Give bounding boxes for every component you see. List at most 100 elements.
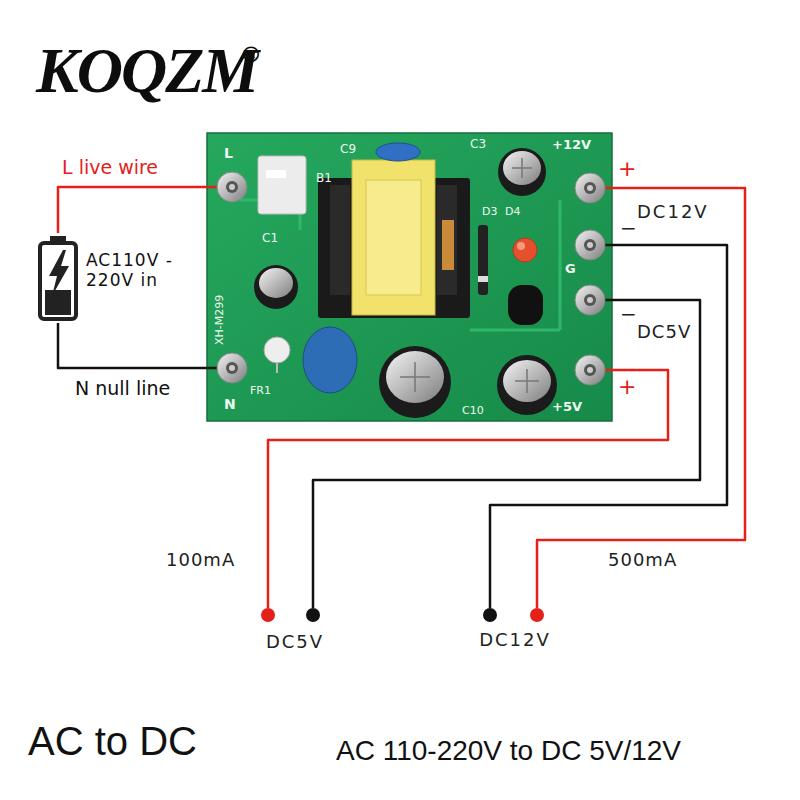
transformer-part bbox=[330, 185, 350, 295]
capacitor-c1-part bbox=[254, 265, 298, 309]
battery-symbol-part bbox=[45, 290, 71, 315]
node-text: C10 bbox=[462, 405, 484, 418]
battery-symbol bbox=[40, 236, 76, 319]
node-text: D4 bbox=[505, 206, 520, 219]
transformer bbox=[318, 160, 470, 318]
pcb-board: LNC9C3+12VB1D3D4GC1XH-M299FR1C10+5V bbox=[207, 133, 612, 421]
registered-mark: ® bbox=[240, 42, 262, 67]
capacitor-c10 bbox=[497, 355, 557, 415]
wire-label: N null line bbox=[75, 378, 170, 400]
screw-terminals-part bbox=[229, 184, 235, 190]
fuse-resistor bbox=[264, 337, 290, 373]
wire-label: 500mA bbox=[608, 550, 677, 571]
node-text: C1 bbox=[262, 232, 278, 246]
node-text: +12V bbox=[552, 138, 591, 153]
node-text: XH-M299 bbox=[214, 295, 227, 345]
screw-terminals-part bbox=[229, 365, 235, 371]
wire bbox=[490, 245, 727, 608]
capacitor-c9-part bbox=[376, 143, 420, 161]
capacitor-c10-part bbox=[515, 369, 539, 393]
y-capacitor-part bbox=[303, 327, 357, 393]
node-text: DC5V bbox=[248, 632, 342, 653]
led-part bbox=[513, 238, 537, 262]
polarity-sign: + bbox=[618, 374, 636, 399]
node-text: L bbox=[224, 145, 233, 161]
wire bbox=[313, 300, 700, 608]
capacitor-c3-part bbox=[498, 148, 546, 196]
capacitor-c1-part bbox=[259, 268, 293, 298]
node-text: FR1 bbox=[250, 385, 271, 398]
white-part bbox=[258, 156, 306, 214]
y-capacitor bbox=[303, 327, 357, 393]
capacitor-c3-part bbox=[503, 151, 541, 185]
screw-terminals-part bbox=[584, 294, 596, 306]
screw-terminals-part bbox=[587, 242, 593, 248]
node-text: B1 bbox=[316, 172, 332, 186]
capacitor-main-part bbox=[379, 346, 451, 418]
capacitor-c10-part bbox=[497, 355, 557, 415]
white-part-part bbox=[258, 156, 306, 214]
capacitor-main bbox=[379, 346, 451, 418]
ac-source: AC110V - 220V in bbox=[33, 233, 208, 323]
output-terminals bbox=[261, 608, 544, 622]
battery-symbol-part bbox=[40, 243, 76, 319]
capacitor-main-part bbox=[400, 362, 430, 392]
transformer-part bbox=[366, 180, 421, 295]
screw-terminals-part bbox=[575, 285, 605, 315]
screw-terminals-part bbox=[217, 172, 247, 202]
screw-terminals-part bbox=[587, 297, 593, 303]
diode bbox=[478, 225, 488, 295]
led-part bbox=[517, 242, 525, 250]
polarity-sign: − bbox=[620, 303, 637, 326]
screw-terminals-part bbox=[587, 367, 593, 373]
diode-part bbox=[478, 225, 488, 295]
transformer-part bbox=[437, 185, 457, 295]
node-text: +5V bbox=[552, 400, 582, 415]
screw-terminals-part bbox=[226, 181, 238, 193]
capacitor-c10-part bbox=[503, 360, 551, 402]
wire bbox=[537, 188, 745, 608]
capacitor-c3-part bbox=[512, 158, 532, 178]
screw-terminals-part bbox=[575, 355, 605, 385]
screw-terminals bbox=[217, 172, 605, 385]
node-text: DC12V bbox=[468, 630, 562, 651]
node-text: D3 bbox=[482, 206, 497, 219]
wire bbox=[58, 187, 207, 233]
capacitor-c3 bbox=[498, 148, 546, 196]
polarity-sign: − bbox=[620, 217, 637, 240]
pcb-board-part bbox=[207, 133, 612, 421]
dc12v-output: DC12V bbox=[468, 608, 562, 658]
screw-terminals-part bbox=[584, 364, 596, 376]
screw-terminals-part bbox=[584, 239, 596, 251]
title: AC to DC bbox=[28, 718, 197, 764]
fuse-resistor-part bbox=[264, 337, 290, 363]
wire-label: 100mA bbox=[166, 550, 235, 571]
brand-logo: KOQZM bbox=[36, 34, 257, 108]
capacitor-main-part bbox=[386, 351, 444, 403]
screw-terminals-part bbox=[226, 362, 238, 374]
wire bbox=[268, 370, 668, 608]
output-terminals-part bbox=[530, 608, 544, 622]
wire-label: L live wire bbox=[62, 157, 158, 179]
screw-terminals-part bbox=[587, 185, 593, 191]
transformer-part bbox=[352, 160, 435, 315]
white-part-part bbox=[266, 170, 286, 178]
screw-terminals-part bbox=[575, 230, 605, 260]
transistor-part bbox=[508, 285, 543, 325]
screw-terminals-part bbox=[584, 182, 596, 194]
output-terminals-part bbox=[483, 608, 497, 622]
transistor bbox=[508, 285, 543, 325]
node-text: G bbox=[565, 262, 576, 277]
transformer-part bbox=[442, 220, 454, 270]
capacitor-c1 bbox=[254, 265, 298, 309]
node-text: C9 bbox=[340, 143, 356, 157]
capacitor-c9 bbox=[376, 143, 420, 161]
pcb-board bbox=[207, 133, 612, 421]
output-name: DC5V bbox=[637, 322, 691, 343]
wire bbox=[58, 323, 207, 368]
dc5v-output: DC5V bbox=[248, 608, 342, 658]
battery-symbol-part bbox=[49, 250, 69, 296]
node-text: C3 bbox=[470, 138, 486, 152]
